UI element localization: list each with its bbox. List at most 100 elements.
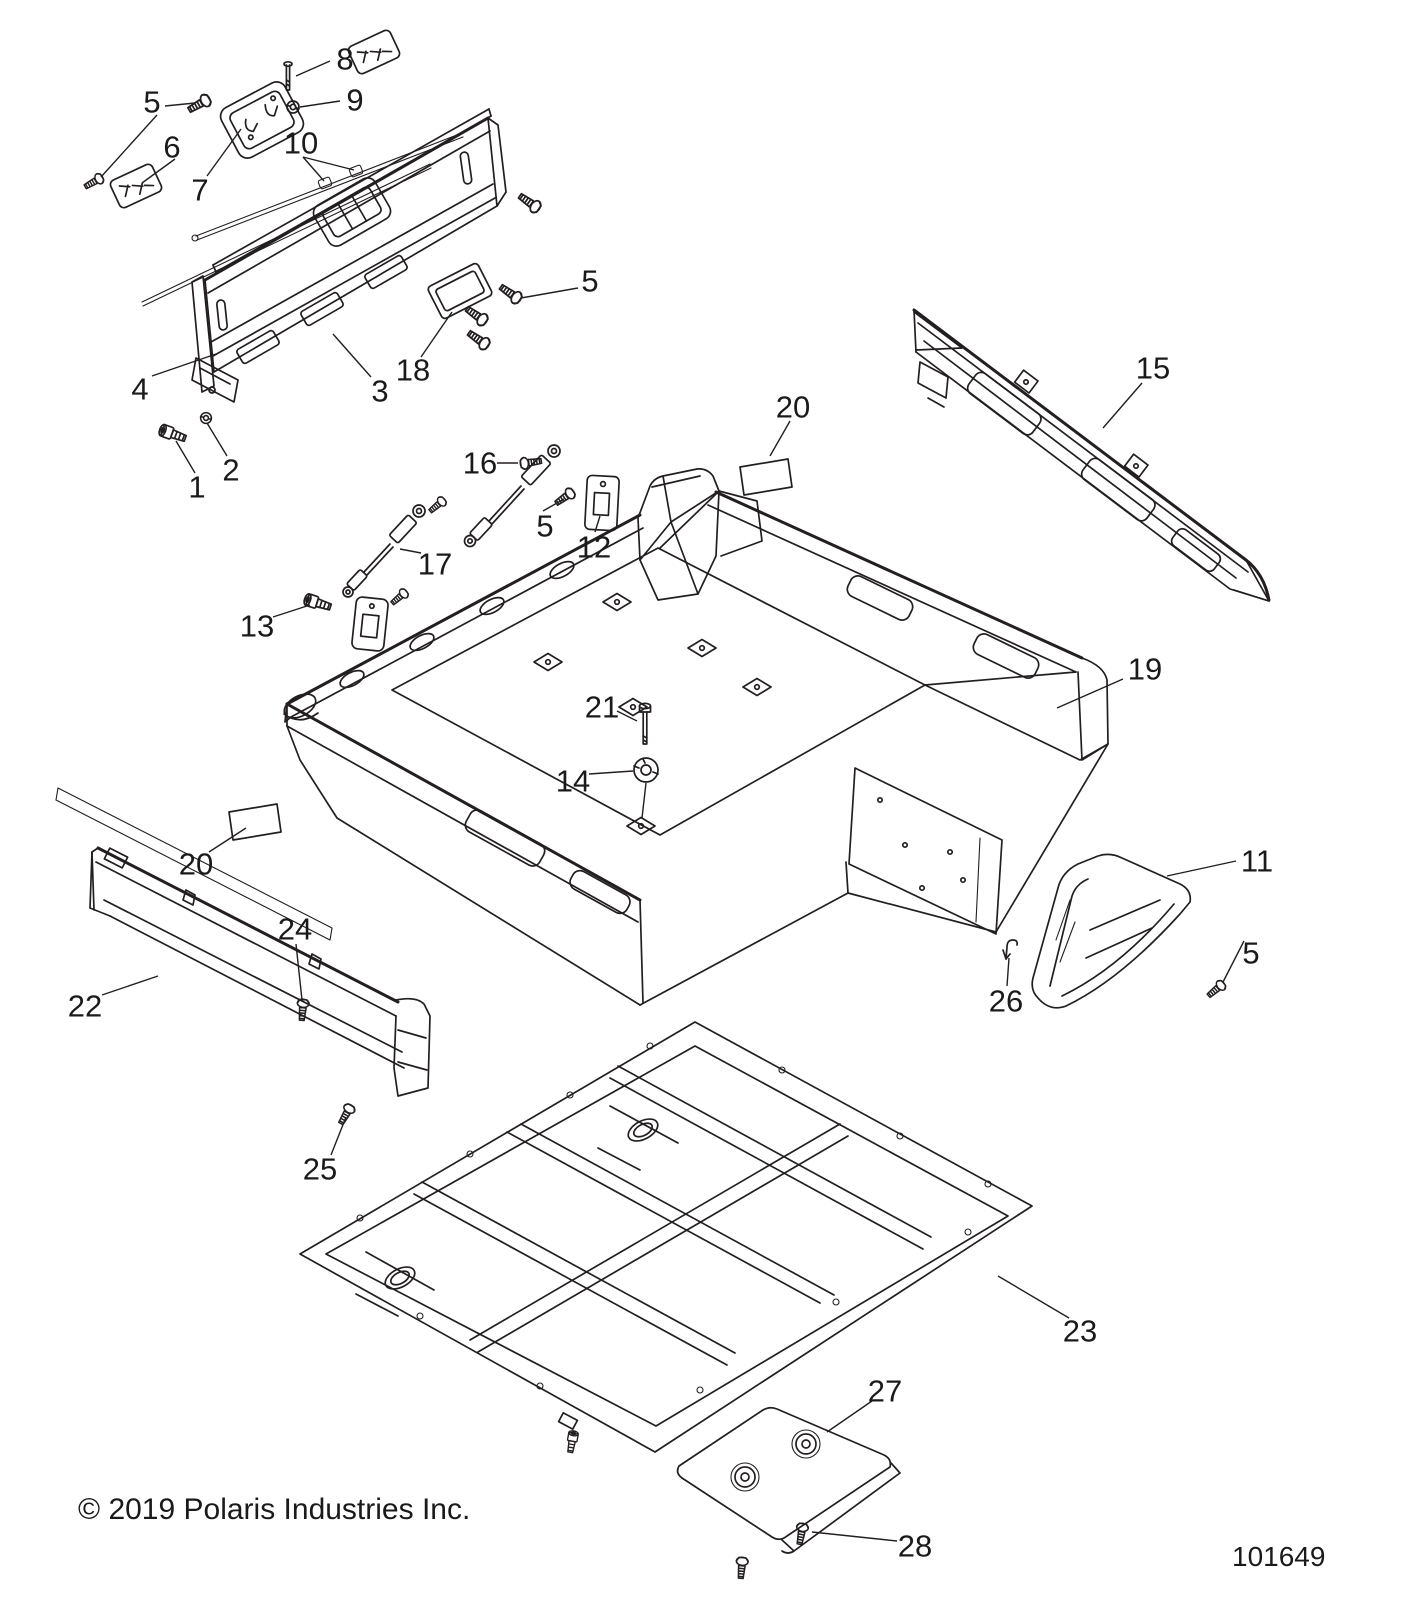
leader-line xyxy=(811,1531,898,1542)
leader-line xyxy=(100,114,158,178)
leader-line xyxy=(208,827,247,853)
callout-label-5: 5 xyxy=(143,85,160,120)
leader-line xyxy=(272,604,311,618)
callout-label-3: 3 xyxy=(371,374,388,409)
screw-icon xyxy=(1204,977,1229,1001)
cargo-box xyxy=(283,468,1109,1006)
leader-line xyxy=(1166,860,1237,877)
leader-line xyxy=(295,943,303,1001)
leader-line xyxy=(164,102,196,107)
callout-label-20: 20 xyxy=(179,847,213,882)
leader-line xyxy=(101,975,159,996)
callout-label-17: 17 xyxy=(418,547,452,582)
leader-line xyxy=(302,156,355,171)
screw-icon xyxy=(462,302,491,329)
callout-label-28: 28 xyxy=(898,1529,932,1564)
screw-icon xyxy=(464,326,493,353)
screw-icon xyxy=(334,1101,358,1128)
callout-label-27: 27 xyxy=(868,1374,902,1409)
callout-label-15: 15 xyxy=(1136,351,1170,386)
leader-line xyxy=(206,128,242,177)
callout-label-2: 2 xyxy=(222,453,239,488)
callout-label-24: 24 xyxy=(278,912,312,947)
flange-bolt-icon xyxy=(388,586,411,608)
copyright-text: © 2019 Polaris Industries Inc. xyxy=(78,1493,470,1526)
leader-line xyxy=(520,287,579,299)
leader-line xyxy=(997,1275,1070,1319)
leader-line xyxy=(1056,678,1124,709)
callout-label-21: 21 xyxy=(585,690,619,725)
corner-cover xyxy=(1031,853,1192,1009)
leader-line xyxy=(1222,940,1245,983)
screw-icon xyxy=(552,485,578,509)
leader-line xyxy=(332,333,372,378)
handle-recess xyxy=(312,177,392,247)
strut-bracket-13 xyxy=(351,596,389,652)
callout-label-4: 4 xyxy=(131,372,148,407)
tailgate-hinge-pillar xyxy=(191,275,239,403)
leader-line xyxy=(420,311,453,358)
callout-label-10: 10 xyxy=(284,126,318,161)
tailgate-panel xyxy=(203,116,507,373)
diagram-number: 101649 xyxy=(1232,1541,1325,1572)
callout-label-16: 16 xyxy=(463,446,497,481)
leader-line xyxy=(594,515,601,533)
callout-label-19: 19 xyxy=(1128,652,1162,687)
callout-label-12: 12 xyxy=(577,530,611,565)
leader-line xyxy=(399,548,422,554)
callout-label-18: 18 xyxy=(396,353,430,388)
callout-label-7: 7 xyxy=(191,173,208,208)
flange-nut-icon xyxy=(199,411,213,425)
leader-line xyxy=(588,770,634,775)
callout-label-23: 23 xyxy=(1063,1314,1097,1349)
callout-label-1: 1 xyxy=(188,470,205,505)
leader-line xyxy=(175,440,196,474)
drain-grommet xyxy=(633,757,659,783)
callout-label-14: 14 xyxy=(556,764,590,799)
leader-line xyxy=(141,158,176,184)
leader-line xyxy=(330,1116,347,1156)
callout-label-22: 22 xyxy=(68,989,102,1024)
gas-strut-17 xyxy=(342,504,426,598)
frame-bolt-icon xyxy=(564,1429,580,1454)
leader-line xyxy=(206,422,228,457)
callout-label-5: 5 xyxy=(1242,936,1259,971)
leader-line xyxy=(299,100,341,108)
retainer-clip xyxy=(107,161,165,211)
screw-icon xyxy=(496,280,525,307)
access-cover xyxy=(427,262,493,320)
callout-label-8: 8 xyxy=(336,42,353,77)
striker-clip xyxy=(345,27,403,77)
strut-bracket-12 xyxy=(584,474,620,532)
leader-line xyxy=(826,1400,873,1433)
leader-line xyxy=(542,498,565,512)
side-panel-left-rail xyxy=(55,787,333,941)
hook-pin xyxy=(1002,939,1019,960)
skid-plate xyxy=(676,1406,901,1554)
warning-label xyxy=(739,458,793,496)
leader-line xyxy=(151,353,217,377)
cap-screw-icon xyxy=(156,422,189,445)
side-panel-left xyxy=(89,846,431,1097)
screw-icon xyxy=(515,189,544,216)
callout-label-20: 20 xyxy=(776,390,810,425)
side-panel-right xyxy=(912,308,1271,602)
leader-line xyxy=(295,60,331,77)
callout-label-26: 26 xyxy=(989,984,1023,1019)
screw-icon xyxy=(81,171,107,193)
leader-line xyxy=(1102,382,1143,429)
callout-label-11: 11 xyxy=(1241,844,1273,879)
flange-bolt-icon xyxy=(426,494,449,516)
floor-bolt xyxy=(638,702,652,745)
callout-label-5: 5 xyxy=(536,509,553,544)
plate-screw-icon xyxy=(734,1556,750,1580)
callout-label-13: 13 xyxy=(240,609,274,644)
callout-label-6: 6 xyxy=(163,130,180,165)
leader-lines xyxy=(100,60,1245,1542)
hinge-pin xyxy=(283,60,293,91)
callout-label-25: 25 xyxy=(303,1152,337,1187)
cap-screw-icon xyxy=(301,592,334,614)
